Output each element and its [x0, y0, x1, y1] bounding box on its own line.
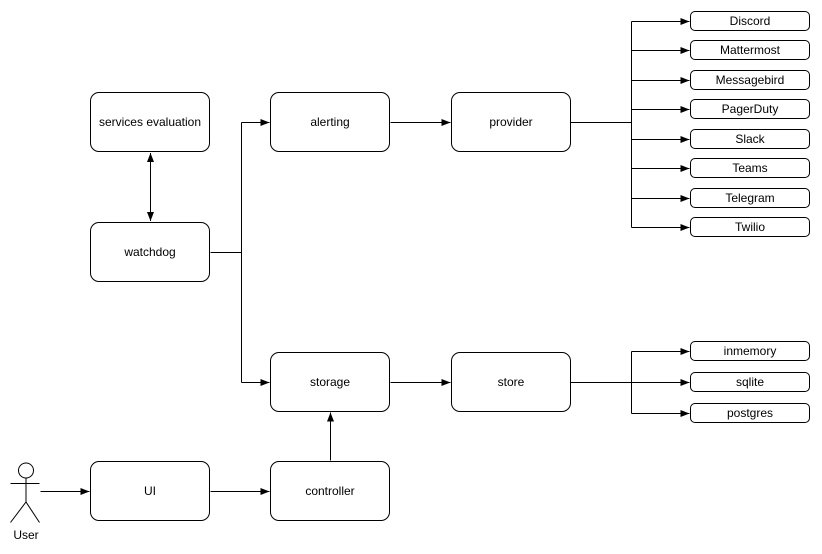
node-provider: provider: [451, 92, 571, 152]
user-actor-label: User: [13, 528, 39, 542]
user-actor-figure: [10, 462, 40, 523]
user-actor-legs: [10, 501, 40, 523]
node-discord: Discord: [690, 11, 810, 31]
node-inmemory: inmemory: [690, 341, 810, 361]
node-teams: Teams: [690, 158, 810, 178]
node-controller: controller: [270, 461, 390, 521]
node-store: store: [451, 352, 571, 412]
node-storage: storage: [270, 352, 390, 412]
node-telegram: Telegram: [690, 188, 810, 208]
node-slack: Slack: [690, 129, 810, 149]
node-pagerduty: PagerDuty: [690, 99, 810, 119]
node-alerting: alerting: [270, 92, 390, 152]
node-twilio: Twilio: [690, 217, 810, 237]
node-messagebird: Messagebird: [690, 70, 810, 90]
node-watchdog: watchdog: [90, 222, 210, 282]
user-actor-head: [18, 462, 34, 479]
node-ui: UI: [90, 461, 210, 521]
node-mattermost: Mattermost: [690, 40, 810, 60]
node-postgres: postgres: [690, 403, 810, 423]
node-sqlite: sqlite: [690, 372, 810, 392]
node-services-evaluation: services evaluation: [90, 92, 210, 152]
